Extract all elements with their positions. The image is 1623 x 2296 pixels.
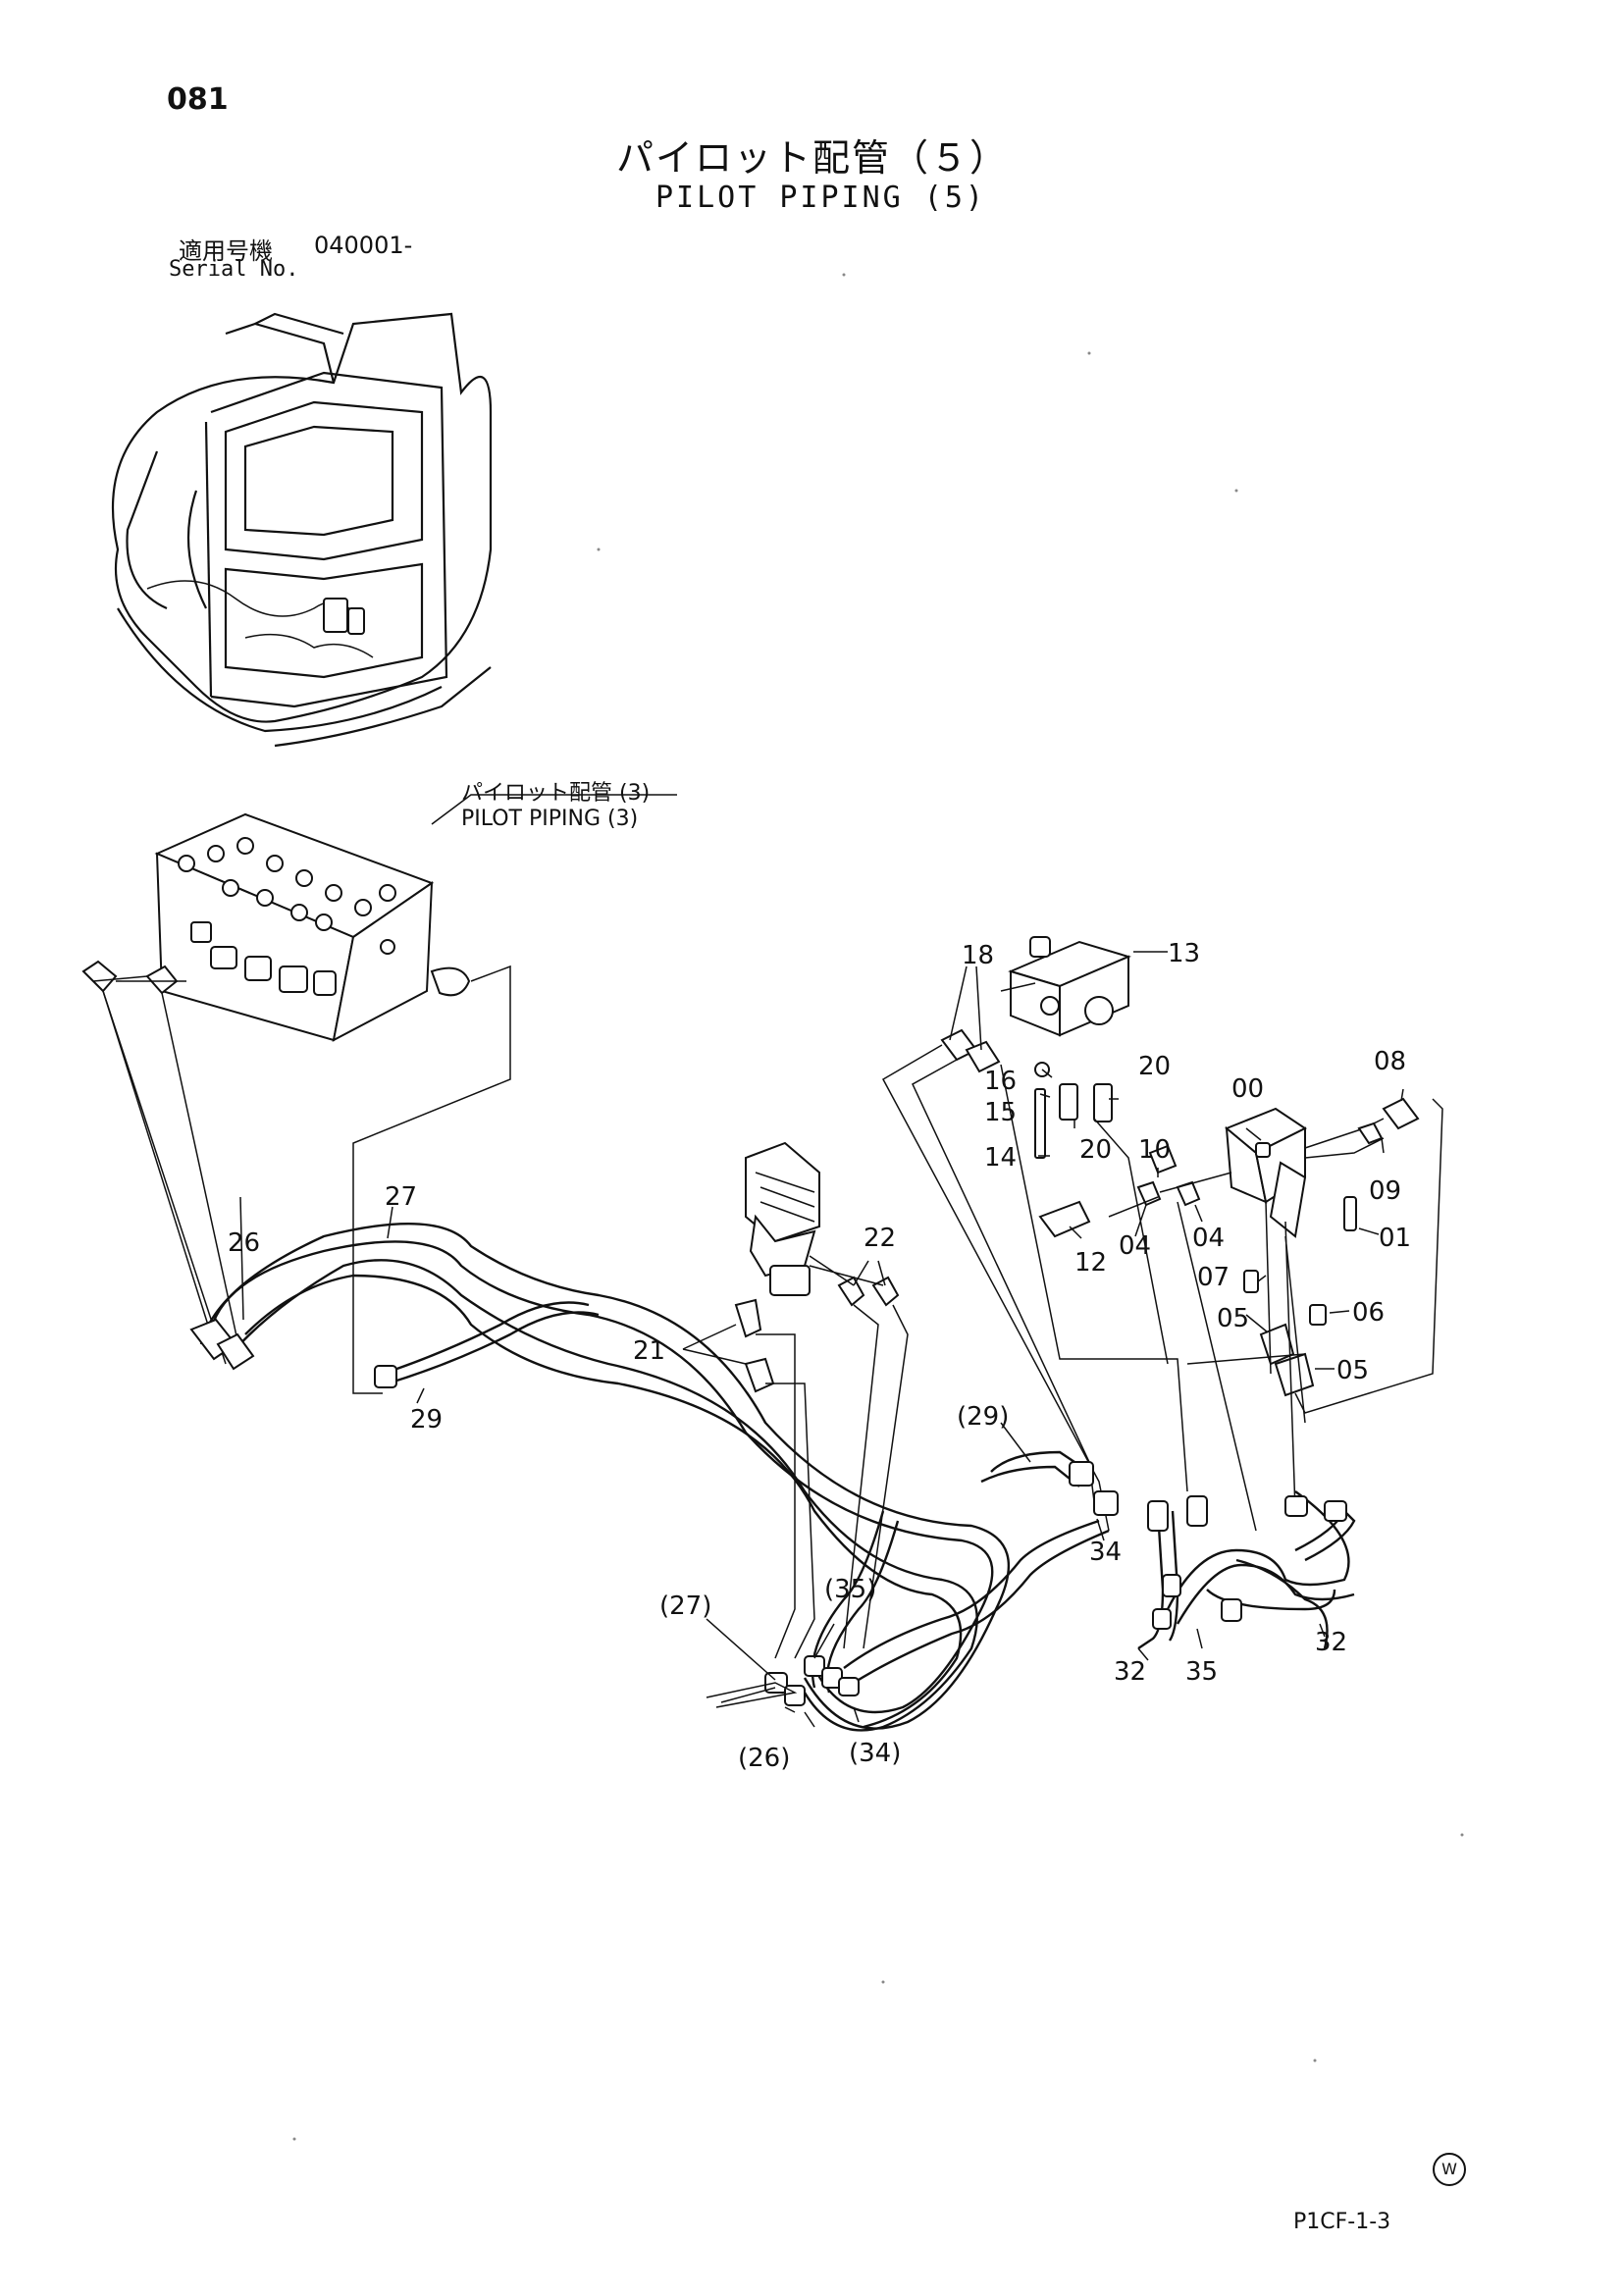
callout-20-upper: 20 [1138, 1052, 1171, 1081]
callout-04-right: 04 [1192, 1224, 1225, 1253]
hose-group-32-34-35 [811, 1450, 1356, 1694]
serial-label-english: Serial No. [169, 257, 299, 282]
callout-22: 22 [864, 1224, 896, 1253]
callout-35: 35 [1185, 1657, 1218, 1687]
callout-26-paren: (26) [738, 1744, 790, 1773]
shuttle-valve-block [940, 936, 1131, 1159]
callout-10: 10 [1138, 1135, 1171, 1165]
scan-specks [292, 273, 1464, 2141]
callout-21: 21 [633, 1336, 665, 1366]
pilot-control-valve [734, 1141, 900, 1393]
callout-27: 27 [385, 1182, 417, 1212]
bottom-fitting-cluster [706, 1618, 860, 1723]
callout-13: 13 [1168, 939, 1200, 968]
serial-value: 040001- [314, 232, 413, 259]
callout-labels: 18 13 16 15 14 20 20 00 08 10 09 01 04 0… [228, 939, 1411, 1773]
callout-07: 07 [1197, 1263, 1230, 1292]
page-number: 081 [167, 82, 229, 117]
excavator-cab-illustration [111, 312, 493, 748]
callout-05-upper: 05 [1217, 1304, 1249, 1333]
callout-08: 08 [1374, 1047, 1406, 1076]
title-english: PILOT PIPING (5) [655, 181, 986, 215]
document-code: P1CF-1-3 [1293, 2210, 1391, 2234]
callout-05-lower: 05 [1336, 1356, 1369, 1385]
leader-lines [239, 951, 1404, 1728]
pilot-valve-block [81, 794, 677, 1042]
hose-bundle-26-27 [189, 1223, 1010, 1732]
callout-34: 34 [1089, 1538, 1122, 1567]
serial-label-japanese: 適用号機 [179, 237, 273, 265]
callout-32-right: 32 [1315, 1628, 1347, 1657]
callout-34-paren: (34) [849, 1739, 901, 1768]
callout-00: 00 [1231, 1074, 1264, 1104]
w-circle-mark: W [1433, 2153, 1466, 2186]
callout-14: 14 [984, 1143, 1017, 1173]
callout-20-lower: 20 [1079, 1135, 1112, 1165]
reference-label-japanese: パイロット配管 (3) [461, 781, 651, 806]
callout-16: 16 [984, 1067, 1017, 1096]
callout-29-paren: (29) [957, 1402, 1009, 1432]
callout-06: 06 [1352, 1298, 1385, 1328]
callout-29: 29 [410, 1405, 443, 1435]
title-japanese: パイロット配管（５） [616, 136, 1010, 180]
callout-32-left: 32 [1114, 1657, 1146, 1687]
callout-35-paren: (35) [824, 1575, 876, 1604]
callout-09: 09 [1369, 1176, 1401, 1206]
callout-04-left: 04 [1119, 1231, 1151, 1261]
reference-label-english: PILOT PIPING (3) [461, 807, 639, 831]
callout-26: 26 [228, 1228, 260, 1258]
callout-12: 12 [1074, 1248, 1107, 1278]
callout-27-paren: (27) [659, 1592, 711, 1621]
callout-01: 01 [1379, 1224, 1411, 1253]
callout-18: 18 [962, 941, 994, 970]
callout-15: 15 [984, 1098, 1017, 1127]
